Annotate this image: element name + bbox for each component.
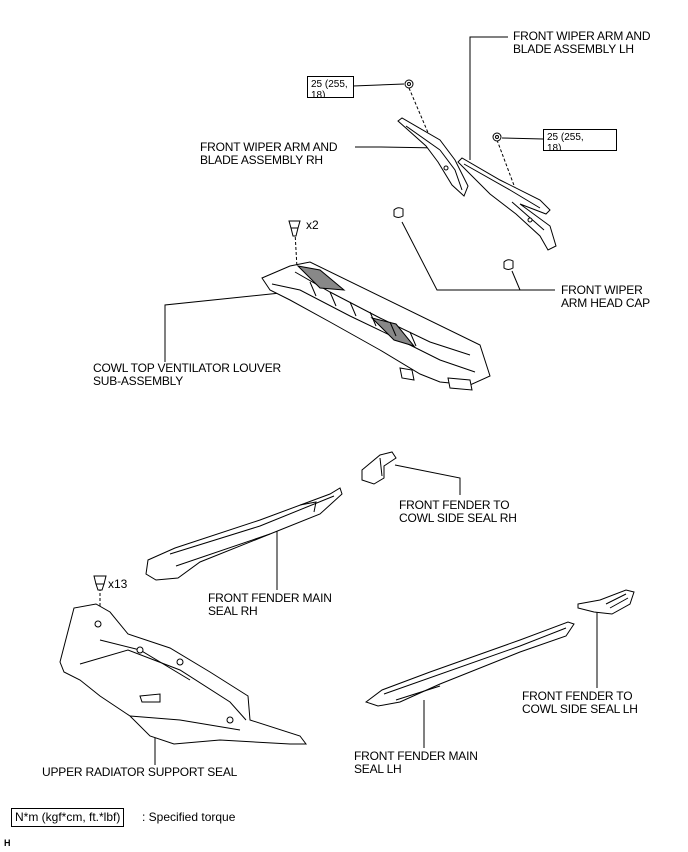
qty-clip-cowl: x2 xyxy=(306,218,319,232)
leader-wiper-rh xyxy=(355,146,441,149)
fender-cowl-seal-rh-part xyxy=(361,451,397,485)
label-fender-cowl-seal-rh: FRONT FENDER TO COWL SIDE SEAL RH xyxy=(399,498,517,525)
torque-box-left: 25 (255, 18) xyxy=(307,76,354,98)
leader-head-cap-2 xyxy=(511,270,521,291)
leader-fender-cowl-seal-rh xyxy=(394,464,461,495)
legend-description: : Specified torque xyxy=(142,810,236,824)
leader-head-cap xyxy=(401,221,555,291)
corner-code: H xyxy=(4,838,11,848)
label-fender-main-seal-lh: FRONT FENDER MAIN SEAL LH xyxy=(354,749,478,776)
wiper-arm-rh-part xyxy=(397,117,469,197)
wiper-head-cap-part xyxy=(393,207,514,270)
torque-connector-right xyxy=(501,137,544,140)
torque-nut-right xyxy=(492,132,502,142)
label-fender-cowl-seal-lh: FRONT FENDER TO COWL SIDE SEAL LH xyxy=(522,689,638,716)
label-wiper-rh: FRONT WIPER ARM AND BLADE ASSEMBLY RH xyxy=(200,140,338,167)
wiper-arm-lh-part xyxy=(457,157,557,251)
label-wiper-lh: FRONT WIPER ARM AND BLADE ASSEMBLY LH xyxy=(513,29,651,56)
label-fender-main-seal-rh: FRONT FENDER MAIN SEAL RH xyxy=(208,591,332,618)
cowl-louver-part xyxy=(261,261,491,391)
label-radiator-seal: UPPER RADIATOR SUPPORT SEAL xyxy=(42,765,238,779)
fender-cowl-seal-lh-part xyxy=(577,589,635,615)
fender-main-seal-rh-part xyxy=(145,487,343,581)
radiator-clip-part xyxy=(93,575,107,591)
qty-clip-radiator: x13 xyxy=(108,577,128,591)
fastener-line-right xyxy=(496,139,516,189)
label-cowl-louver: COWL TOP VENTILATOR LOUVER SUB-ASSEMBLY xyxy=(93,361,281,388)
torque-nut-left xyxy=(404,79,414,89)
fender-main-seal-lh-part xyxy=(364,621,575,707)
label-head-cap: FRONT WIPER ARM HEAD CAP xyxy=(561,283,650,310)
leader-cowl-louver xyxy=(164,291,291,362)
torque-connector-left xyxy=(352,83,405,87)
radiator-support-seal-part xyxy=(59,603,307,745)
leader-wiper-lh xyxy=(469,36,508,160)
torque-box-right: 25 (255, 18) xyxy=(543,129,617,151)
legend-unit-box: N*m (kgf*cm, ft.*lbf) xyxy=(11,808,125,827)
fastener-line-clip-cowl xyxy=(294,231,298,269)
cowl-clip-part xyxy=(288,220,301,237)
